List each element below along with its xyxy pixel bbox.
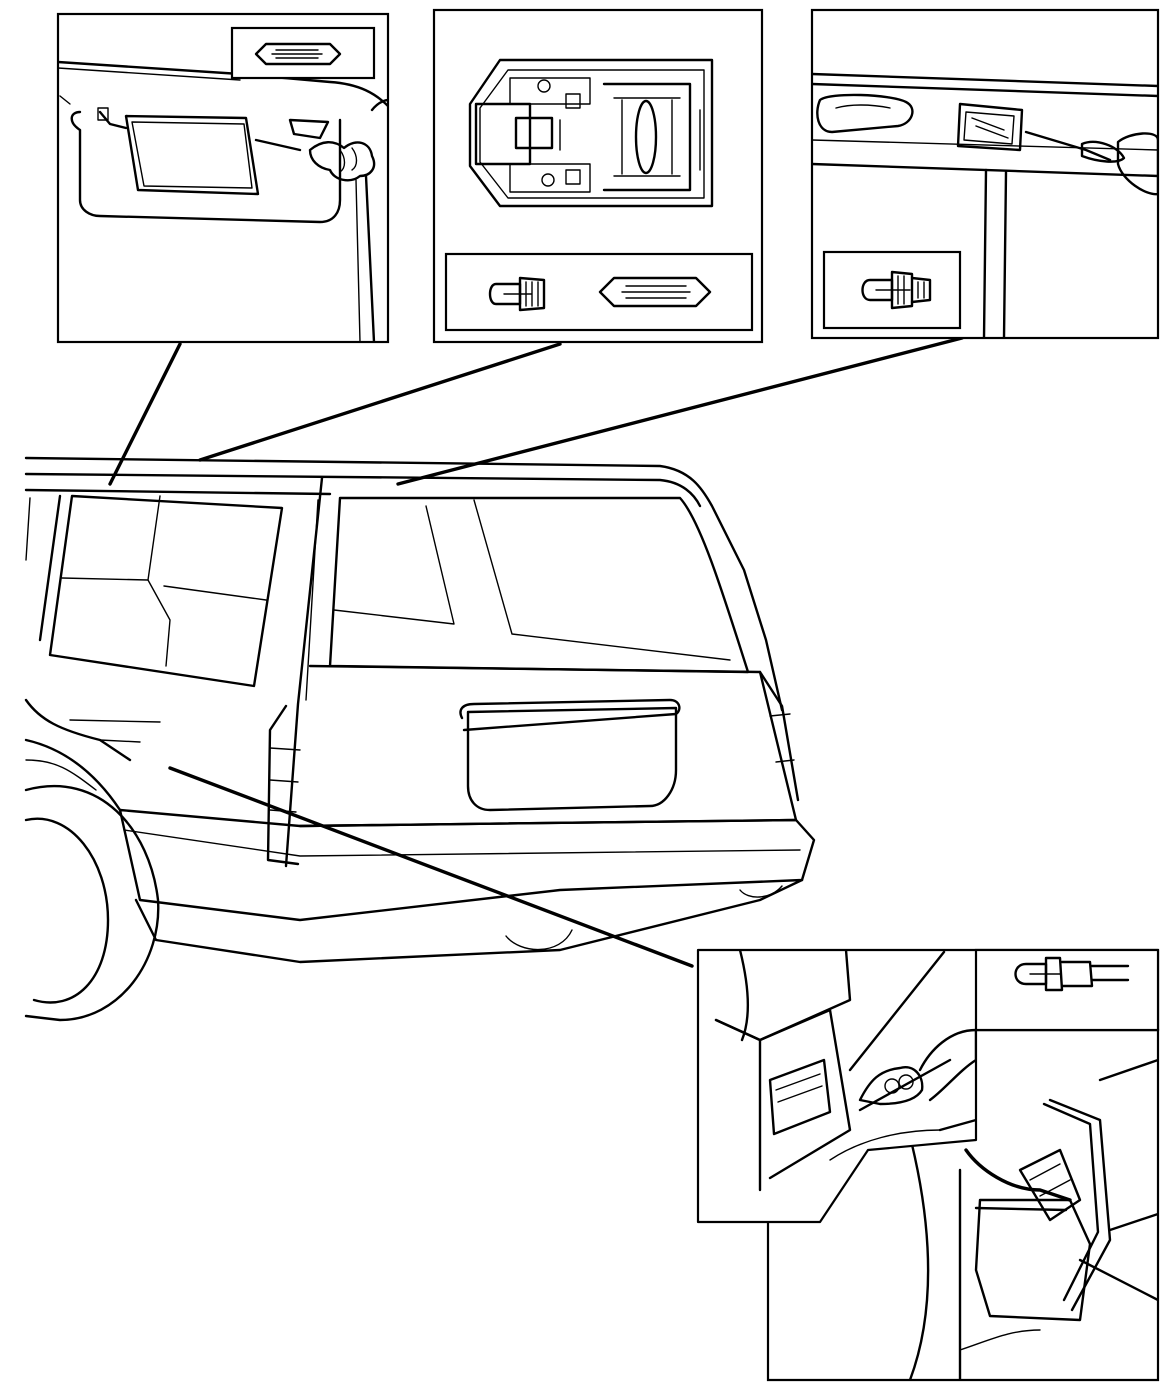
rear-bumper [118, 808, 816, 922]
lamp-cover [1048, 1098, 1112, 1312]
sun-visor [70, 110, 342, 224]
roof-line [24, 456, 784, 712]
leader-roof-lamp [198, 342, 562, 462]
tailgate [298, 664, 798, 828]
rear-side-window [48, 494, 284, 688]
left-tail-light [266, 704, 300, 866]
detail-sun-visor [56, 12, 390, 344]
bulb-inset [230, 26, 376, 80]
vanity-mirror [124, 114, 260, 196]
visor-lamp-housing [288, 118, 330, 140]
screwdriver [1024, 130, 1112, 162]
right-tail-light [758, 670, 800, 802]
side-panel-recess [758, 1008, 852, 1180]
roof-lamp-unit [468, 58, 714, 208]
roof-inner-line [24, 472, 702, 508]
leader-sun-visor [108, 342, 182, 486]
bumper-lower [134, 878, 804, 964]
hand-with-bulb [858, 1066, 924, 1106]
side-windows [25, 494, 284, 688]
detail-cargo-lamp [696, 948, 1160, 1382]
festoon-bulb-icon [254, 42, 342, 66]
d-pillar [284, 476, 324, 868]
detail-roof-lamp [432, 8, 764, 344]
leader-reading-lamp [396, 336, 964, 486]
wedge-bulb-icon [861, 270, 932, 310]
reading-lamp-housing [956, 102, 1024, 152]
wedge-bulb-icon [488, 276, 546, 312]
hand [1116, 132, 1158, 196]
leader-cargo-lamp [168, 766, 694, 968]
hand-fingers [308, 141, 376, 182]
wheel-arch [24, 738, 122, 812]
detail-reading-lamp [810, 8, 1160, 340]
rear-window [328, 496, 750, 674]
bulb-inset [974, 948, 1160, 1032]
leader-lines [108, 336, 964, 968]
festoon-bulb-icon [598, 276, 712, 308]
grab-handle [816, 93, 914, 134]
car-illustration [24, 456, 816, 1022]
license-plate-recess [466, 706, 678, 812]
tailgate-handle [459, 698, 681, 732]
plug-bulb-icon [1014, 956, 1130, 992]
rear-wheel [24, 784, 160, 1022]
roof-edge [24, 488, 332, 496]
